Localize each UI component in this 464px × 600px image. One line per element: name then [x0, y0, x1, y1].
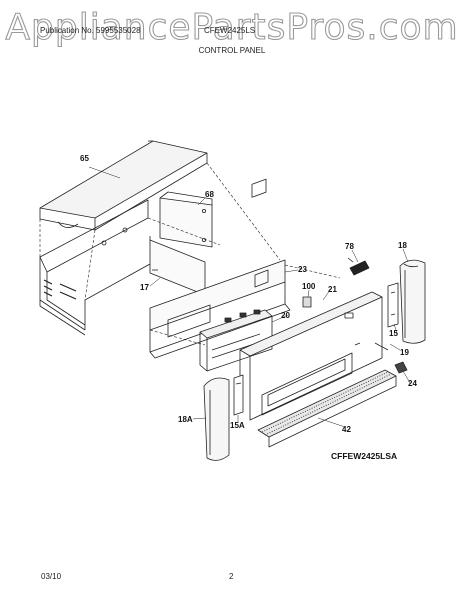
callout-23: 23: [298, 265, 307, 274]
callout-21: 21: [328, 285, 337, 294]
part-housing: [39, 162, 341, 389]
callout-15a: 15A: [230, 421, 245, 430]
page-title: CONTROL PANEL: [198, 46, 266, 55]
callout-15: 15: [389, 329, 398, 338]
page-number: 2: [229, 572, 234, 581]
part-20-control-board: [199, 309, 273, 372]
part-15a-bracket: [233, 374, 244, 416]
callout-24: 24: [408, 379, 417, 388]
part-65-top-cover: [39, 140, 208, 231]
callout-78: 78: [345, 242, 354, 251]
callout-100: 100: [302, 282, 316, 291]
watermark: AppliancePartsPros.com: [5, 6, 459, 48]
part-21-control-panel: [239, 291, 383, 421]
footer-date: 03/10: [41, 572, 62, 581]
callout-19: 19: [400, 348, 409, 357]
part-18-end-cap-right: [399, 259, 426, 344]
model-code: CFFEW2425LSA: [331, 451, 397, 461]
callout-68: 68: [205, 190, 214, 199]
part-15-bracket: [387, 282, 399, 328]
callout-65: 65: [80, 154, 89, 163]
callout-42: 42: [342, 425, 351, 434]
part-100-clip: [302, 296, 312, 308]
callout-17: 17: [140, 283, 149, 292]
part-78-knob: [347, 257, 370, 276]
leader-lines: [88, 166, 411, 428]
callout-labels: 65 68 17 23 78 18 100 21 20 15 19 24 18A…: [80, 154, 417, 434]
part-19-trim: [374, 342, 389, 351]
callout-18: 18: [398, 241, 407, 250]
part-42-trim-strip: [257, 369, 397, 448]
callout-20: 20: [281, 311, 290, 320]
part-68-bracket: [159, 191, 213, 248]
model-header: CFEW2425LS: [204, 26, 256, 35]
part-18a-end-cap-left: [203, 377, 230, 461]
callout-18a: 18A: [178, 415, 193, 424]
part-24-clip: [394, 361, 408, 374]
publication-number: Publication No. 5995535028: [40, 26, 141, 35]
part-23-front-plate: [149, 178, 291, 359]
part-17-panel: [149, 236, 206, 296]
